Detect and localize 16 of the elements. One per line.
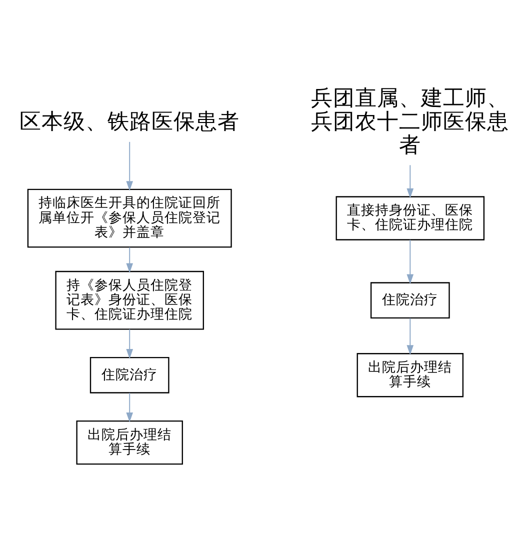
node-box: 直接持身份证、医保卡、住院证办理住院 (336, 196, 485, 240)
node-box: 住院治疗 (370, 282, 450, 318)
node-text: 区本级、铁路医保患者 (20, 108, 240, 134)
node-box: 持《参保人员住院登记表》身份证、医保卡、住院证办理住院 (55, 270, 204, 330)
node-box: 出院后办理结算手续 (356, 352, 464, 397)
node-box: 出院后办理结算手续 (76, 420, 183, 464)
node-text: 兵团直属、建工师、兵团农十二师医保患者 (311, 85, 510, 158)
arrow (126, 246, 134, 272)
arrow (406, 317, 414, 354)
arrow (406, 164, 414, 198)
arrow (126, 392, 134, 422)
arrow (406, 238, 414, 284)
node-box: 住院治疗 (90, 356, 170, 393)
arrow (126, 328, 134, 358)
node-box: 持临床医生开具的住院证回所属单位开《参保人员住院登记表》并盖章 (27, 188, 232, 248)
arrow (126, 140, 134, 190)
